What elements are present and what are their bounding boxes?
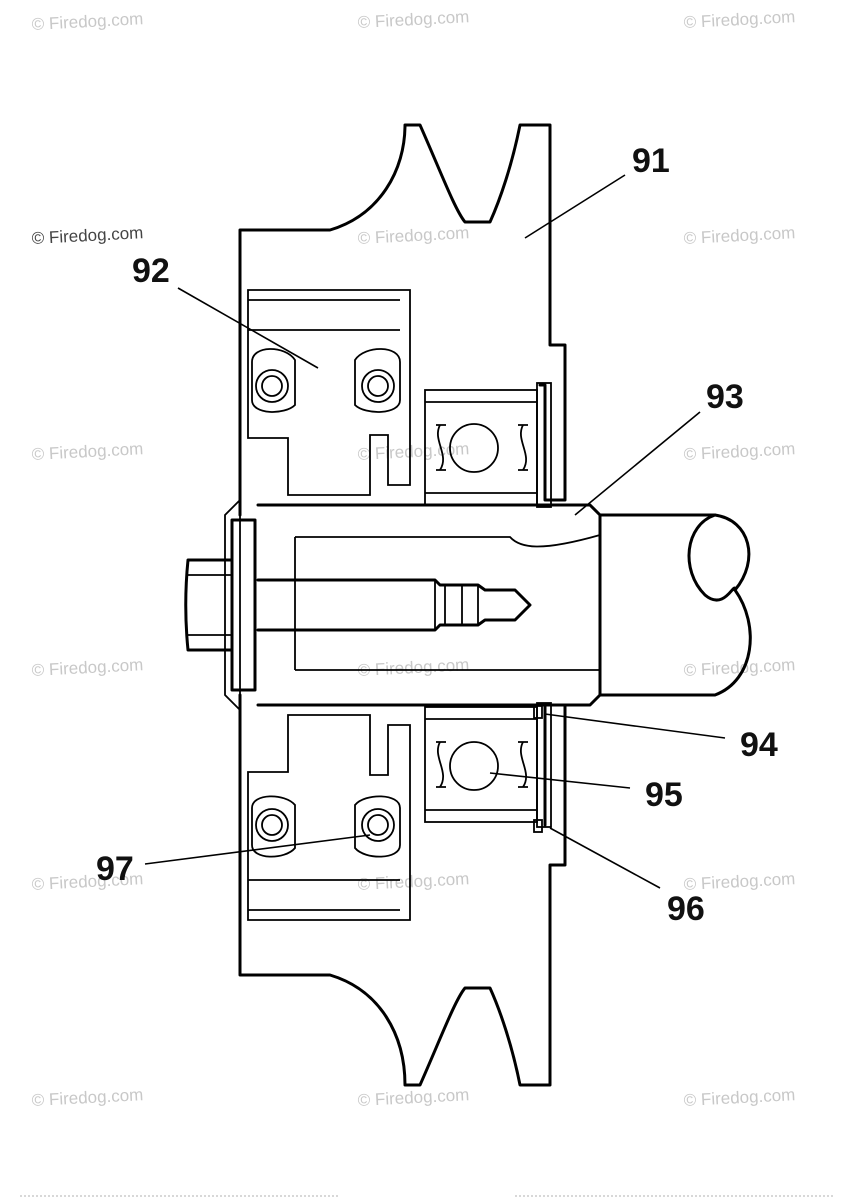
watermark: © Firedog.com (31, 655, 144, 680)
bolt (184, 497, 532, 713)
callout-91: 91 (632, 142, 670, 180)
leader-lines (144, 174, 726, 889)
watermark: © Firedog.com (31, 1085, 144, 1110)
watermark: © Firedog.com (683, 439, 796, 464)
leader-96 (549, 827, 661, 889)
callout-92: 92 (132, 252, 170, 290)
snap-ring (533, 382, 552, 833)
ball-bearing-lower (424, 706, 538, 823)
leader-94 (544, 713, 726, 739)
leader-93 (574, 411, 701, 516)
pulley (238, 123, 567, 1087)
watermark: © Firedog.com (357, 223, 470, 248)
callout-93: 93 (706, 378, 744, 416)
watermark: © Firedog.com (683, 1085, 796, 1110)
watermark: © Firedog.com (31, 223, 144, 248)
roller-lower-right (354, 795, 401, 858)
watermark: © Firedog.com (357, 7, 470, 32)
watermark: © Firedog.com (31, 439, 144, 464)
watermark: © Firedog.com (357, 1085, 470, 1110)
roller-upper-right (354, 348, 401, 413)
watermark: © Firedog.com (683, 223, 796, 248)
watermark: © Firedog.com (683, 7, 796, 32)
callout-96: 96 (667, 890, 705, 928)
clutch-housing (247, 289, 411, 921)
callout-94: 94 (740, 726, 778, 764)
callouts: 91 92 93 94 95 96 97 (96, 142, 778, 928)
drive-shaft (598, 513, 752, 697)
leader-92 (177, 287, 319, 369)
watermark: © Firedog.com (31, 9, 144, 34)
callout-97: 97 (96, 850, 134, 888)
callout-95: 95 (645, 776, 683, 814)
roller-lower-left (251, 795, 296, 858)
leader-91 (524, 174, 626, 239)
leader-97 (144, 834, 371, 865)
watermark: © Firedog.com (357, 869, 470, 894)
watermarks: © Firedog.com © Firedog.com © Firedog.co… (31, 7, 796, 1110)
leader-95 (489, 772, 631, 789)
hub-sleeve (256, 503, 602, 707)
watermark: © Firedog.com (357, 655, 470, 680)
roller-upper-left (251, 348, 296, 413)
